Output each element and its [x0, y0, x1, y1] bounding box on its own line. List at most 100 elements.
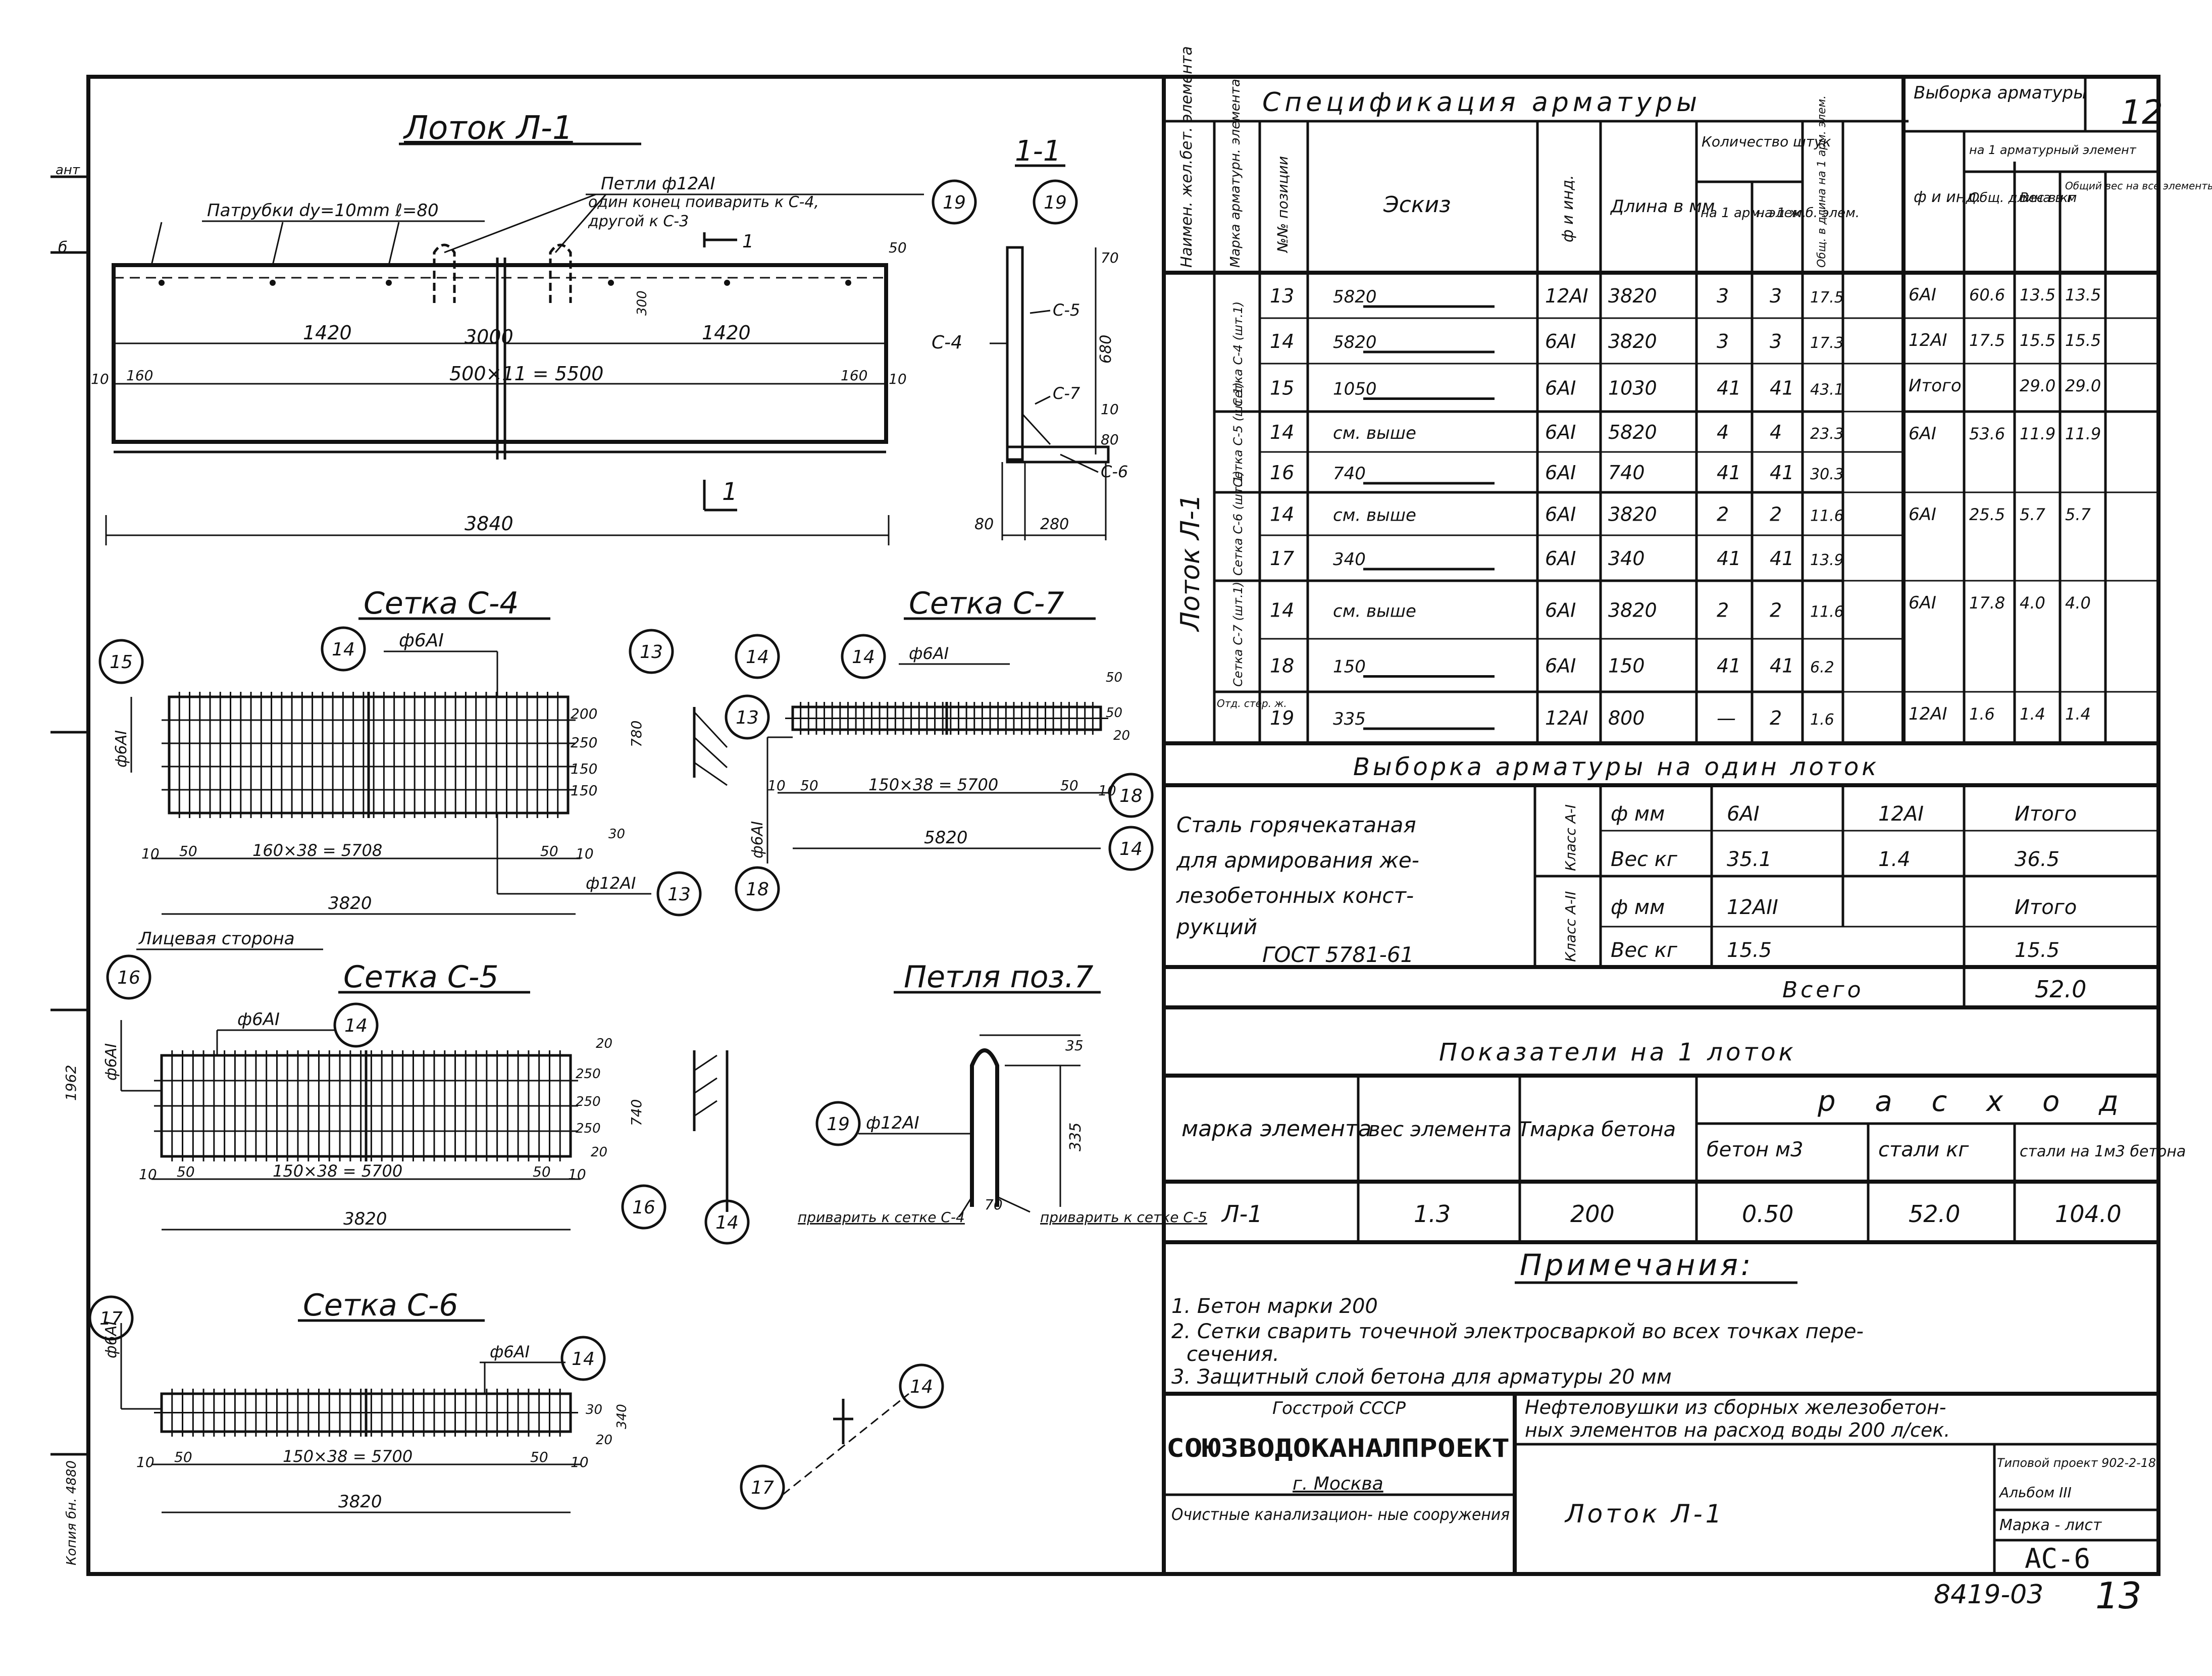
section-label: С-6 — [1101, 462, 1128, 481]
spec-cell: 13 — [1270, 285, 1294, 307]
bubble: 17 — [751, 1478, 774, 1498]
spec-cell: — — [1717, 707, 1736, 729]
callout-bubbles: 19 19 15 14 13 14 13 14 18 14 18 13 16 1… — [88, 179, 1154, 1510]
spec-cell: 2 — [1770, 503, 1782, 526]
spec-cell: 14 — [1270, 599, 1294, 622]
setka-c5-title: Сетка С-5 — [343, 959, 499, 995]
spec-cell: 14 — [1270, 421, 1294, 443]
setka-c5-dim: 150×38 = 5700 — [273, 1161, 402, 1181]
drawing-setka-c4: Сетка С-4 ф6АI ф6АI ф12АI 200 250 150 15… — [113, 586, 728, 950]
spec-header: на 1 арм. элем. — [1701, 206, 1806, 221]
spec-group: Отд. стер. ж. — [1217, 697, 1287, 709]
spec-cell: 41 — [1770, 655, 1794, 677]
bubble: 16 — [632, 1197, 655, 1218]
steel-text: для армирования же- — [1176, 848, 1419, 873]
setka-c7-dim: 10 — [767, 777, 786, 794]
class-2: Класс А-II — [1562, 891, 1579, 962]
petlya-note-left: приварить к сетке С-4 — [798, 1209, 965, 1226]
spec-cell: 16 — [1270, 462, 1294, 484]
spec-cell: 30.3 — [1810, 466, 1844, 483]
bubble: 14 — [910, 1377, 933, 1397]
setka-c4-dim: 50 — [540, 843, 558, 859]
album: Альбом III — [1998, 1484, 2072, 1501]
spec-cell: 6АI — [1545, 655, 1576, 677]
org1: Госстрой СССР — [1272, 1398, 1406, 1418]
setka-c7-callout: ф6АI — [909, 644, 949, 663]
spec-header: №№ позиции — [1274, 156, 1291, 253]
spec-cell: 43.1 — [1810, 381, 1844, 399]
setka-c5-callout: ф6АI — [237, 1009, 280, 1030]
vyborka-cell: 6АI — [1909, 504, 1936, 525]
vyborka-cell: 13.5 — [2020, 285, 2055, 304]
spec-cell: 2 — [1717, 503, 1729, 526]
setka-c7-dim: 20 — [1113, 728, 1130, 743]
spec-cell: 41 — [1717, 377, 1741, 399]
spec-cell: 3820 — [1608, 330, 1657, 352]
lotok-dim: 3840 — [465, 513, 513, 535]
lotok-section-mark: 1 — [722, 478, 738, 506]
spec-cell: 17 — [1270, 547, 1294, 570]
lotok-dim: 500×11 = 5500 — [449, 363, 603, 385]
setka-c6-dim: 50 — [530, 1449, 548, 1465]
bubble: 14 — [572, 1349, 595, 1369]
bubble: 16 — [117, 968, 140, 988]
spec-qty-header: Количество штук — [1702, 133, 1831, 150]
spec-cell: 23.3 — [1810, 425, 1844, 443]
spec-cell: 150 — [1333, 657, 1366, 677]
spec-cell: 6АI — [1545, 599, 1576, 622]
spec-cell: см. выше — [1333, 601, 1416, 622]
spec-cell: 11.6 — [1810, 507, 1844, 525]
bubble: 14 — [715, 1212, 739, 1233]
petlya-dim: 35 — [1065, 1037, 1084, 1054]
lotok-title: Лоток Л-1 — [403, 110, 573, 147]
vyborka-sub: на 1 арматурный элемент — [1969, 143, 2137, 157]
spec-cell: 3820 — [1608, 285, 1657, 307]
vyborka-cell: 5.7 — [2020, 505, 2046, 524]
note-item: 3. Защитный слой бетона для арматуры 20 … — [1171, 1365, 1672, 1389]
rashod-label: р а с х о д — [1817, 1085, 2134, 1118]
total-value: 52.0 — [2035, 976, 2086, 1003]
setka-c6-callout: ф6АI — [490, 1342, 530, 1361]
vyborka-cell: 13.5 — [2065, 285, 2101, 304]
bubble: 13 — [736, 707, 759, 728]
bubble: 13 — [640, 642, 663, 663]
spec-cell: 2 — [1717, 599, 1729, 622]
margin-label: Копия бн. 4880 — [64, 1460, 79, 1565]
margin-label: б — [58, 239, 68, 257]
org2: СОЮЗВОДОКАНАЛПРОЕКТ — [1166, 1434, 1510, 1463]
section-label: С-7 — [1053, 384, 1081, 403]
object-1: Нефтеловушки из сборных железобетон- — [1525, 1396, 1946, 1418]
bottom-number: 8419-03 — [1934, 1580, 2043, 1610]
drawing-petlya: Петля поз.7 35 335 70 ф12АI приварить к … — [798, 959, 1207, 1226]
petlya-title: Петля поз.7 — [904, 959, 1094, 995]
spec-header: Эскиз — [1383, 192, 1451, 218]
vyborka-cell: 17.8 — [1969, 593, 2005, 613]
spec-cell: 2 — [1770, 599, 1782, 622]
bubble: 17 — [99, 1308, 123, 1329]
setka-c6-dim: 10 — [136, 1454, 155, 1470]
spec-cell: 6АI — [1545, 503, 1576, 526]
setka-c5-dim: 10 — [568, 1166, 586, 1183]
setka-c4-dim: 30 — [608, 827, 625, 842]
section-dim: 10 — [1101, 401, 1119, 418]
lotok-dim: 300 — [635, 290, 650, 316]
spec-cell: 6АI — [1545, 377, 1576, 399]
sheet-number: 12 — [2121, 93, 2163, 132]
title-block: Госстрой СССР СОЮЗВОДОКАНАЛПРОЕКТ г. Мос… — [1164, 1392, 2158, 1617]
setka-c5-side: ф6АI — [102, 1043, 120, 1081]
setka-c6-dim: 340 — [614, 1404, 630, 1429]
vyborka-cell: 29.0 — [2020, 376, 2055, 395]
spec-cell: 3 — [1770, 285, 1782, 307]
bubble: 14 — [746, 647, 769, 668]
setka-c5-dim: 250 — [576, 1094, 601, 1109]
sheet-frame — [86, 75, 2160, 1576]
vl-cell: 15.5 — [1727, 939, 1772, 962]
lotok-dim: 50 — [889, 239, 907, 256]
drawing-setka-c5: Сетка С-5 ф6АI ф6АI 20 250 250 250 20 74… — [102, 959, 729, 1231]
vyborka-cell: 5.7 — [2065, 505, 2091, 524]
pok-value: 0.50 — [1742, 1200, 1793, 1228]
setka-c7-title: Сетка С-7 — [909, 586, 1064, 621]
notes-title: Примечания: — [1520, 1248, 1754, 1282]
vyborka-cell: 4.0 — [2020, 593, 2045, 613]
vyborka-cell: 12АI — [1909, 704, 1947, 724]
